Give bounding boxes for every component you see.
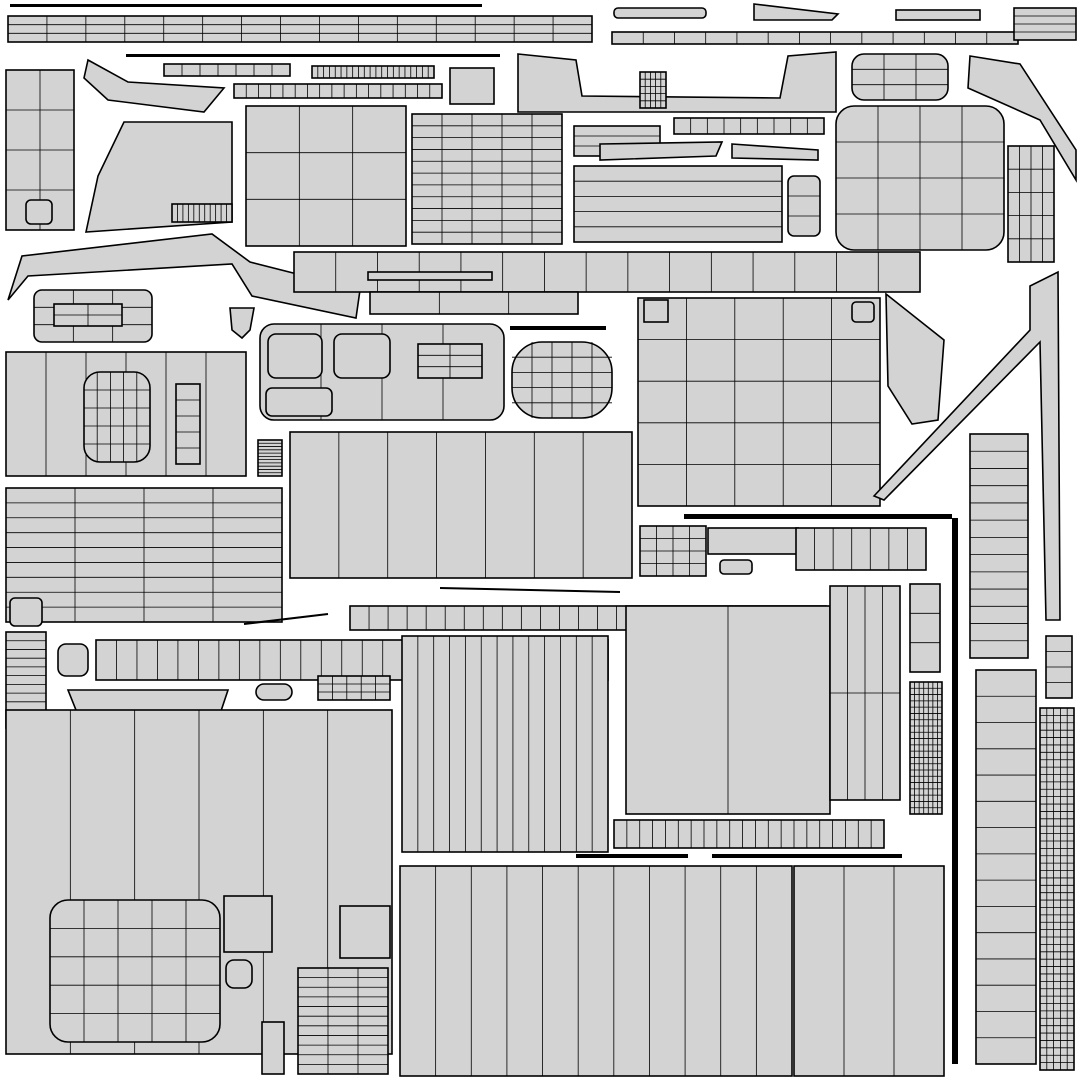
right-dense-grid bbox=[909, 681, 943, 815]
left-tall-panel bbox=[5, 69, 75, 231]
right-arc-strip bbox=[967, 55, 1077, 183]
center-right-square bbox=[637, 297, 881, 507]
right-big-rounded bbox=[835, 105, 1005, 251]
small-box-a bbox=[643, 299, 669, 323]
misc-line-2 bbox=[439, 587, 621, 593]
top-thin-bar bbox=[10, 4, 482, 7]
upper-notch-panel bbox=[517, 51, 837, 113]
misc-bar-2 bbox=[684, 514, 952, 519]
upper-dense-panel bbox=[411, 113, 563, 245]
right-small-grid bbox=[909, 583, 941, 673]
left-square-small bbox=[223, 895, 273, 953]
right-quarter-piece bbox=[885, 292, 945, 425]
bottom-bar-a bbox=[576, 854, 688, 858]
top-corner-box bbox=[1013, 7, 1077, 41]
upper-right-rounded bbox=[851, 53, 949, 101]
left-wide-panel bbox=[5, 487, 283, 623]
right-diagonal-strip bbox=[872, 270, 1061, 621]
upper-thin-bar bbox=[673, 117, 825, 135]
frame-cluster-win1 bbox=[267, 333, 323, 379]
left-bottom-grid bbox=[297, 967, 389, 1075]
frame-cluster-win3 bbox=[265, 387, 333, 417]
frame-left-inner bbox=[53, 303, 123, 327]
left-square-small-2 bbox=[339, 905, 391, 959]
center-right-frame bbox=[795, 527, 927, 571]
mid-bracket bbox=[163, 63, 291, 77]
frame-cluster-win2 bbox=[333, 333, 391, 379]
left-small-grille bbox=[171, 203, 233, 223]
top-strip-left bbox=[7, 15, 593, 43]
upper-square-panel bbox=[245, 105, 407, 247]
mid-long-strip bbox=[233, 83, 443, 99]
left-tall-panel-hole bbox=[25, 199, 53, 225]
top-small-shape bbox=[613, 7, 707, 19]
right-slim-panel-2 bbox=[1045, 635, 1073, 699]
upper-wide-box bbox=[573, 165, 783, 243]
upper-wedge-2 bbox=[731, 143, 819, 161]
mid-thin-bar bbox=[126, 54, 500, 57]
lower-right-tall bbox=[829, 585, 901, 801]
center-right-small-1 bbox=[719, 559, 753, 575]
band-inner-bar bbox=[369, 291, 579, 315]
upper-wedge-1 bbox=[599, 141, 724, 161]
frame-oval-right bbox=[511, 341, 613, 419]
right-tall-column bbox=[975, 669, 1037, 1065]
bottom-right-panel bbox=[793, 865, 945, 1077]
left-bottom-rounded bbox=[49, 899, 221, 1043]
upper-grid-box bbox=[639, 71, 667, 109]
uv-wireframe-lines bbox=[10, 4, 958, 1064]
bottom-big-panel bbox=[399, 865, 793, 1077]
pentagon-small bbox=[229, 307, 255, 340]
right-narrow-panel bbox=[1007, 145, 1055, 263]
left-pill bbox=[255, 683, 293, 701]
curved-band-left bbox=[7, 233, 361, 319]
frame-cluster-grille bbox=[417, 343, 483, 379]
misc-bar-3 bbox=[952, 518, 958, 1064]
top-wedge-right bbox=[753, 3, 840, 21]
mid-small-box bbox=[449, 67, 495, 105]
misc-line-1 bbox=[243, 613, 329, 625]
left-square-hole bbox=[9, 597, 43, 627]
left-mid-rounded bbox=[83, 371, 151, 463]
center-right-grid-box bbox=[639, 525, 707, 577]
mid-slot-strip bbox=[311, 65, 435, 79]
left-mid-grid bbox=[257, 439, 283, 477]
uv-islands bbox=[5, 3, 1077, 1077]
bottom-thin-strip bbox=[613, 819, 885, 849]
left-bottom-slot bbox=[261, 1021, 285, 1075]
misc-bar-1 bbox=[510, 326, 606, 330]
center-trapezoid-panel bbox=[289, 431, 633, 579]
left-bottom-small-rounded bbox=[225, 959, 253, 989]
right-mesh-column bbox=[1039, 707, 1075, 1071]
band-inner-slot bbox=[367, 271, 493, 281]
lower-center-wide bbox=[401, 635, 609, 853]
top-strip-right bbox=[611, 31, 1019, 45]
left-grille-box bbox=[317, 675, 391, 701]
lower-center-big bbox=[625, 605, 831, 815]
upper-rounded-box bbox=[787, 175, 821, 237]
right-slim-panel bbox=[969, 433, 1029, 659]
left-mid-slot bbox=[175, 383, 201, 465]
bottom-bar-b bbox=[712, 854, 902, 858]
left-small-rounded bbox=[57, 643, 89, 677]
left-wing-top bbox=[83, 58, 226, 113]
small-box-b bbox=[851, 301, 875, 323]
center-right-box-2 bbox=[707, 527, 799, 555]
top-box-right bbox=[895, 9, 981, 21]
